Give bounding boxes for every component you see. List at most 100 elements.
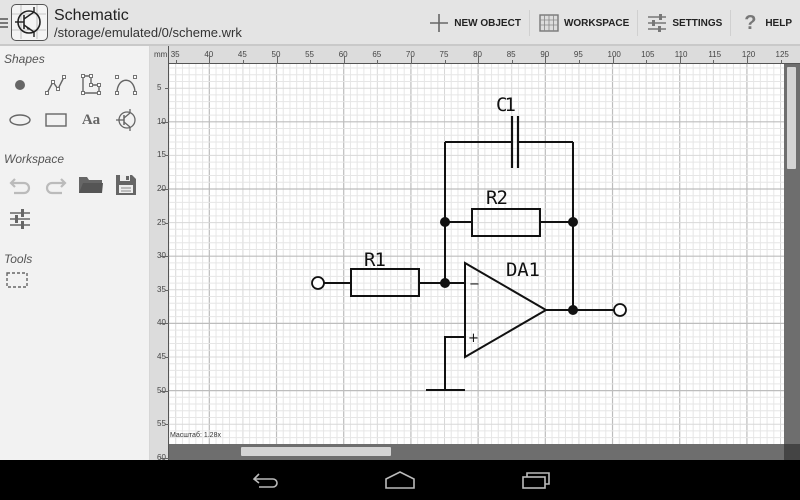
ruler-x-label: 55 — [305, 50, 315, 59]
action-bar: Schematic /storage/emulated/0/scheme.wrk… — [0, 0, 800, 46]
opamp-da1 — [464, 261, 548, 359]
select-tool[interactable] — [2, 265, 32, 295]
ruler-x-label: 110 — [674, 50, 688, 59]
ruler-x-label: 80 — [473, 50, 483, 59]
ruler-x-label: 105 — [641, 50, 655, 59]
ruler-horizontal — [150, 46, 800, 64]
ruler-tick — [175, 60, 177, 64]
drawing-canvas[interactable] — [169, 64, 784, 444]
ruler-tick — [165, 222, 169, 224]
ruler-tick — [578, 60, 580, 64]
transistor-icon — [116, 109, 136, 131]
ellipse-tool[interactable] — [5, 105, 35, 135]
system-nav-bar — [0, 460, 800, 500]
sliders-icon — [10, 209, 30, 229]
open-button[interactable] — [76, 170, 106, 200]
text-tool[interactable]: Aa — [76, 105, 106, 135]
ruler-tick — [165, 424, 169, 426]
ruler-tick — [679, 56, 681, 64]
ruler-y-label: 35 — [157, 284, 166, 294]
home-icon — [385, 471, 415, 489]
wire — [444, 336, 465, 390]
sliders-icon — [646, 12, 668, 34]
back-icon — [252, 473, 278, 488]
workspace-settings-button[interactable] — [5, 204, 35, 234]
ruler-x-label: 70 — [405, 50, 415, 59]
resistor-r2 — [471, 208, 541, 237]
plus-icon — [428, 12, 450, 34]
rectangle-tool[interactable] — [41, 105, 71, 135]
output-terminal — [613, 303, 627, 317]
zoom-scale-label: Масштаб: 1.28x — [170, 432, 221, 439]
ruler-tick — [242, 60, 244, 64]
plus-label: + — [468, 331, 479, 346]
divider — [730, 10, 732, 36]
ruler-tick — [646, 60, 648, 64]
bezier-icon — [115, 75, 137, 95]
ruler-x-label: 90 — [540, 50, 550, 59]
ruler-x-label: 95 — [573, 50, 583, 59]
polygon-icon — [81, 74, 101, 95]
ruler-x-label: 65 — [372, 50, 382, 59]
new-object-button[interactable]: NEW OBJECT — [420, 0, 529, 46]
redo-button[interactable] — [41, 170, 71, 200]
polygon-tool[interactable] — [76, 70, 106, 100]
junction-dot — [568, 305, 578, 315]
undo-icon — [9, 178, 31, 195]
ruler-x-label: 40 — [204, 50, 214, 59]
schematic: C1 R2 R1 DA1 − + — [311, 94, 627, 391]
c1-label: C1 — [496, 94, 516, 116]
polyline-tool[interactable] — [41, 70, 71, 100]
ruler-tick — [343, 56, 345, 64]
ruler-tick — [478, 56, 480, 64]
divider — [528, 10, 530, 36]
workspace-button[interactable]: WORKSPACE — [530, 0, 637, 46]
divider — [637, 10, 639, 36]
recents-icon — [522, 472, 550, 489]
ruler-tick — [161, 323, 169, 325]
recents-button[interactable] — [516, 470, 556, 490]
curve-tool[interactable] — [111, 70, 141, 100]
ruler-y-label: 40 — [157, 318, 166, 327]
settings-button[interactable]: SETTINGS — [638, 0, 730, 46]
polyline-icon — [45, 75, 66, 95]
ellipse-icon — [9, 114, 31, 126]
component-tool[interactable] — [111, 105, 141, 135]
r2-label: R2 — [486, 187, 508, 209]
vertical-scrollbar[interactable] — [784, 64, 800, 444]
ruler-tick — [410, 56, 412, 64]
ruler-tick — [209, 56, 211, 64]
vertical-scroll-thumb[interactable] — [787, 67, 796, 169]
help-label: HELP — [765, 17, 792, 29]
drawer-menu-icon[interactable] — [0, 18, 8, 28]
save-button[interactable] — [111, 170, 141, 200]
ruler-y-label: 45 — [157, 351, 166, 361]
settings-label: SETTINGS — [672, 17, 723, 29]
workspace-label: WORKSPACE — [563, 17, 630, 29]
transistor-app-icon[interactable] — [11, 4, 48, 41]
horizontal-scrollbar[interactable] — [169, 444, 800, 460]
minus-label: − — [469, 277, 480, 292]
ruler-tick — [161, 188, 169, 190]
help-button[interactable]: ? HELP — [731, 0, 800, 46]
ruler-y-label: 55 — [157, 419, 166, 429]
horizontal-scroll-thumb[interactable] — [241, 447, 391, 456]
folder-icon — [79, 177, 103, 193]
ruler-x-label: 75 — [439, 50, 449, 59]
ruler-x-label: 125 — [775, 50, 789, 59]
ruler-y-label: 10 — [157, 117, 166, 126]
back-button[interactable] — [246, 470, 286, 490]
home-button[interactable] — [380, 470, 420, 490]
r1-label: R1 — [364, 249, 386, 271]
point-tool[interactable] — [5, 70, 35, 100]
junction-dot — [568, 217, 578, 227]
input-terminal — [311, 276, 325, 290]
undo-button[interactable] — [5, 170, 35, 200]
ruler-tick — [545, 56, 547, 64]
ruler-tick — [165, 356, 169, 358]
ruler-tick — [161, 390, 169, 392]
save-icon — [116, 175, 136, 195]
rectangle-icon — [45, 113, 67, 127]
ruler-x-label: 115 — [708, 50, 722, 59]
selection-rect-icon — [6, 272, 28, 288]
